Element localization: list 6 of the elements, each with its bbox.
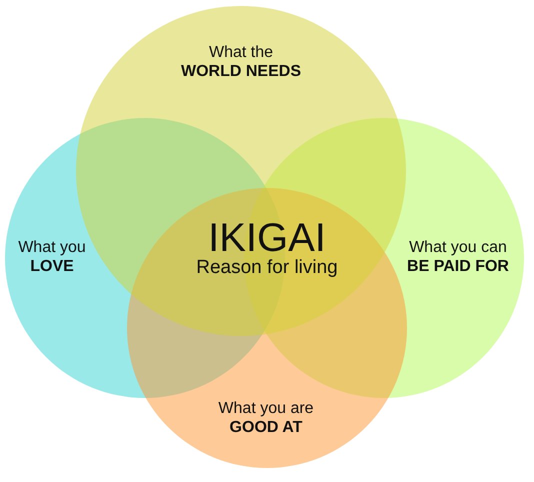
circle-label: What you are GOOD AT xyxy=(218,399,314,437)
circle-label: What you can BE PAID FOR xyxy=(407,238,509,276)
center-subtitle: Reason for living xyxy=(196,258,338,277)
center-title: IKIGAI xyxy=(208,218,326,258)
circle-label: What you LOVE xyxy=(18,238,86,276)
circle-label: What the WORLD NEEDS xyxy=(181,43,301,81)
